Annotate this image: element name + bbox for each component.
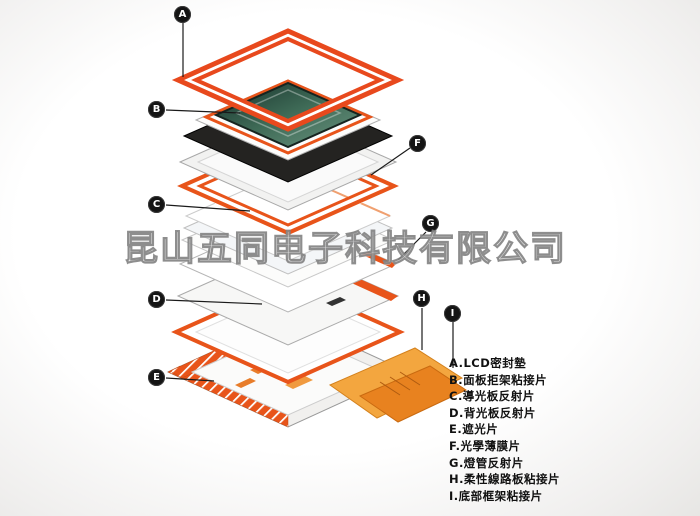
layer-flex-cables <box>328 347 468 423</box>
legend: A.LCD密封墊 B.面板拒架粘接片 C.導光板反射片 D.背光板反射片 E.遮… <box>449 355 694 504</box>
legend-item-a: A.LCD密封墊 <box>449 356 527 370</box>
callout-e: E <box>148 369 165 386</box>
callout-a: A <box>174 6 191 23</box>
callout-g: G <box>422 215 439 232</box>
legend-item-c: C.導光板反射片 <box>449 389 535 404</box>
callout-d: D <box>148 291 165 308</box>
legend-item-d: D.背光板反射片 <box>449 405 536 420</box>
legend-item-i: I.底部框架粘接片 <box>449 488 543 503</box>
callout-b: B <box>148 101 165 118</box>
callout-i: I <box>444 305 461 322</box>
callout-f: F <box>409 135 426 152</box>
callout-leader-lines <box>165 23 454 382</box>
legend-item-g: G.燈管反射片 <box>449 455 524 470</box>
layer-top-gasket <box>171 28 405 132</box>
legend-item-e: E.遮光片 <box>449 422 499 437</box>
callout-c: C <box>148 196 165 213</box>
legend-item-f: F.光學薄膜片 <box>449 438 521 453</box>
legend-item-b: B.面板拒架粘接片 <box>449 372 548 387</box>
callout-h: H <box>413 290 430 307</box>
legend-item-h: H.柔性線路板粘接片 <box>449 472 560 487</box>
